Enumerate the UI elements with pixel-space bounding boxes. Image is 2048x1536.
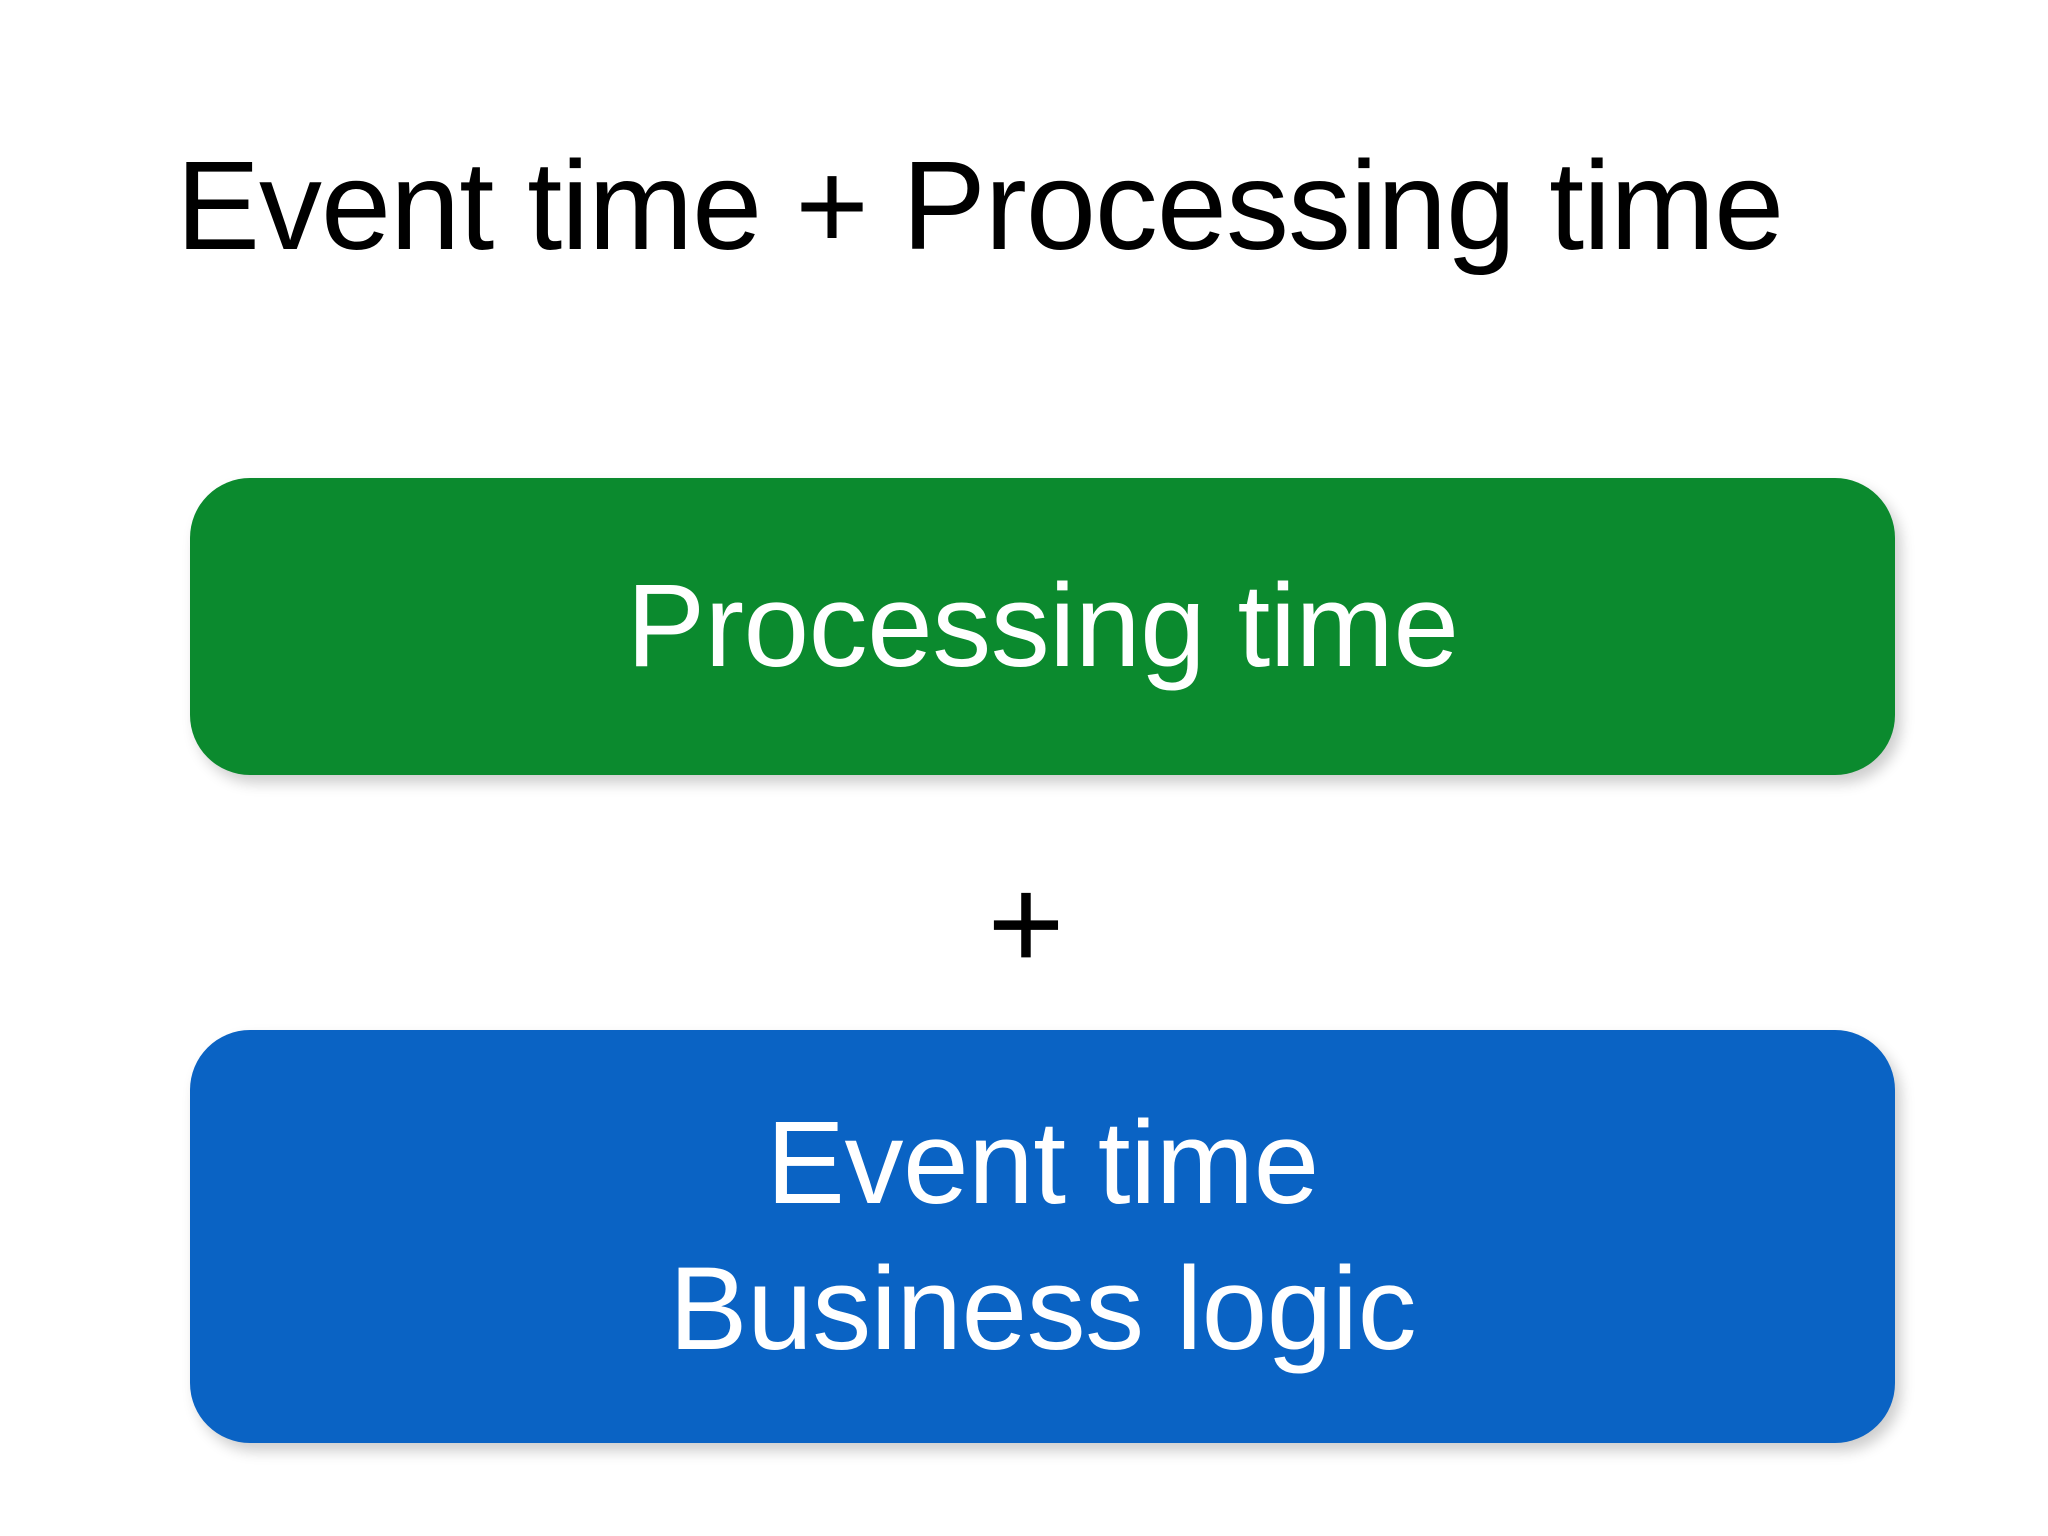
page-title: Event time + Processing time [176,135,1784,276]
plus-icon: + [987,850,1065,997]
event-time-block-label-line-2: Business logic [668,1242,1417,1375]
plus-operator: + [0,840,2048,1008]
event-time-block[interactable]: Event time Business logic [190,1030,1895,1443]
processing-time-block-label: Processing time [626,559,1459,692]
event-time-block-label-line-1: Event time [766,1097,1319,1230]
processing-time-block[interactable]: Processing time [190,478,1895,775]
